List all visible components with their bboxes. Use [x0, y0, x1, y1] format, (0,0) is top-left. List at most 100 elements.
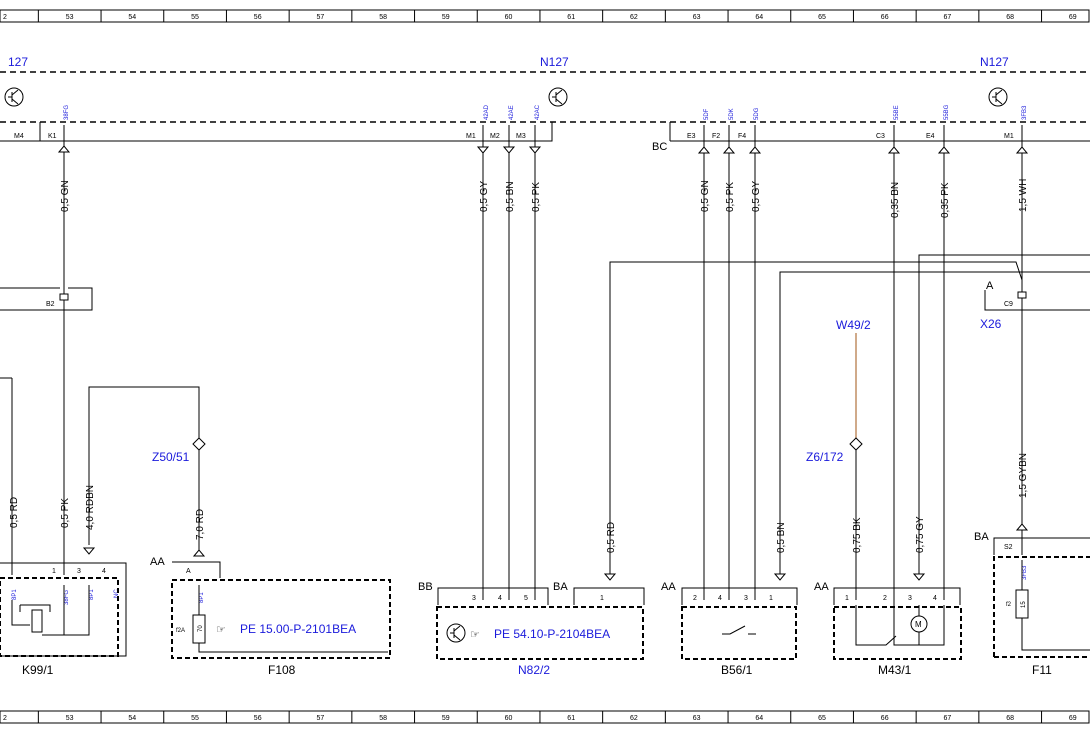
transistor-icon — [4, 87, 1008, 107]
relay-coil-icon — [31, 609, 43, 633]
ruler-column-label: 53 — [66, 715, 74, 722]
m43-pin1: 1 — [845, 595, 849, 602]
connector-x26-label: X26 — [980, 317, 1002, 331]
f11-code: 3FB3 — [1022, 565, 1028, 580]
wire-label: 0,5 GY — [479, 181, 490, 212]
component-name-f108: F108 — [268, 663, 296, 677]
k99-code-a: 8P1 — [12, 589, 18, 600]
ruler-column-label: 60 — [505, 715, 513, 722]
wire-label: 0,35 PK — [940, 182, 951, 218]
f108-pin: A — [186, 568, 191, 575]
component-m43: AA 1 2 3 4 M M43/1 — [814, 581, 962, 677]
top-pins: M4 K1 38FG M1 42AD M2 42AE M3 42AC E3 5D… — [14, 104, 1028, 140]
m43-pin4: 4 — [933, 595, 937, 602]
pin-e3: E3 — [687, 133, 696, 140]
pin-m1a-code: 42AD — [484, 104, 490, 120]
wire-label: 1,5 GYBN — [1018, 453, 1029, 498]
pin-e3-code: 5DF — [704, 108, 710, 120]
wire-label: 0,5 BN — [505, 181, 516, 212]
reference-hand-icon: ☞ — [470, 629, 480, 641]
wire-label: 0,5 PK — [60, 498, 71, 528]
ruler-column-label: 59 — [442, 715, 450, 722]
component-name-m43: M43/1 — [878, 663, 912, 677]
ruler-column-label: 54 — [128, 14, 136, 21]
ruler-column-label: 2 — [3, 14, 7, 21]
wire-label: 0,5 PK — [531, 182, 542, 212]
motor-icon — [910, 615, 928, 633]
pin-e4-code: 55BG — [944, 104, 950, 120]
component-n82: BB BA 3 4 5 1 ☞ PE 54.10-P-2104BEA N82/2 — [418, 581, 645, 677]
connector-x26-a: A — [986, 280, 994, 292]
module-name-center: N127 — [540, 55, 569, 69]
pin-m1b: M1 — [1004, 133, 1014, 140]
component-b56: AA 2 4 3 1 B56/1 — [661, 581, 798, 677]
b56-connector: AA — [661, 581, 676, 593]
pin-m3: M3 — [516, 133, 526, 140]
wire-label: 0,5 GN — [700, 180, 711, 212]
ruler-column-label: 53 — [66, 14, 74, 21]
f11-fuse-label: f2 — [1006, 602, 1012, 608]
pin-m1a: M1 — [466, 133, 476, 140]
pin-f4: F4 — [738, 133, 746, 140]
ruler-column-label: 64 — [755, 715, 763, 722]
ruler-column-label: 63 — [693, 14, 701, 21]
c9-label: C9 — [1004, 301, 1013, 308]
pin-m3-code: 42AC — [535, 104, 541, 120]
b2-connector — [59, 293, 69, 301]
component-name-n82: N82/2 — [518, 663, 550, 677]
terminal-arrows — [57, 145, 1029, 581]
transistor-icon — [446, 623, 466, 643]
ruler-column-label: 60 — [505, 14, 513, 21]
n82-pin3: 3 — [472, 595, 476, 602]
wire-label: 4,0 RDBN — [85, 485, 96, 530]
k99-pin3: 3 — [77, 568, 81, 575]
k99-pin4: 4 — [102, 568, 106, 575]
f108-fuse-value: 70 — [198, 625, 204, 632]
k99-pin1: 1 — [52, 568, 56, 575]
pin-k1: K1 — [48, 133, 57, 140]
m43-connector: AA — [814, 581, 829, 593]
ruler-column-label: 65 — [818, 14, 826, 21]
n82-connector-bb: BB — [418, 581, 433, 593]
pin-f2: F2 — [712, 133, 720, 140]
splice-z6-label: Z6/172 — [806, 450, 844, 464]
shield-w49-label: W49/2 — [836, 318, 871, 332]
f108-reference[interactable]: PE 15.00-P-2101BEA — [240, 622, 356, 636]
ruler-column-label: 67 — [944, 715, 952, 722]
ruler-column-label: 65 — [818, 715, 826, 722]
pin-e4: E4 — [926, 133, 935, 140]
module-name-right: N127 — [980, 55, 1009, 69]
component-name-b56: B56/1 — [721, 663, 753, 677]
ruler-column-label: 54 — [128, 715, 136, 722]
wire-label: 0,5 BN — [776, 522, 787, 553]
wire-label: 0,5 PK — [725, 182, 736, 212]
splice-z50-label: Z50/51 — [152, 450, 190, 464]
ruler-column-label: 56 — [254, 715, 262, 722]
wire-label: 7,0 RD — [195, 509, 206, 540]
ruler-column-label: 67 — [944, 14, 952, 21]
splice-points — [192, 437, 863, 451]
b56-pin3: 3 — [744, 595, 748, 602]
f11-fuse-value: 15 — [1021, 601, 1027, 608]
ruler-column-label: 57 — [317, 715, 325, 722]
pin-k1-code: 38FG — [64, 105, 70, 120]
n82-reference[interactable]: PE 54.10-P-2104BEA — [494, 627, 610, 641]
ruler-column-label: 66 — [881, 715, 889, 722]
k99-code-b: 38FG — [64, 590, 70, 605]
wire-label: 1,5 WH — [1018, 179, 1029, 212]
ruler-column-label: 2 — [3, 715, 7, 722]
n82-connector-ba: BA — [553, 581, 568, 593]
ruler-column-label: 57 — [317, 14, 325, 21]
component-k99: 1 3 4 8P1 38FG 8P1 NC K99/1 — [0, 562, 127, 677]
n82-pin4: 4 — [498, 595, 502, 602]
wire-label: 0,5 RD — [9, 497, 20, 528]
ruler-column-label: 58 — [379, 715, 387, 722]
wire-label: 0,5 GN — [60, 180, 71, 212]
ruler-column-label: 68 — [1006, 14, 1014, 21]
f11-connector: BA — [974, 531, 989, 543]
wires — [0, 125, 1090, 640]
f11-pin: S2 — [1004, 544, 1013, 551]
b56-pin1: 1 — [769, 595, 773, 602]
